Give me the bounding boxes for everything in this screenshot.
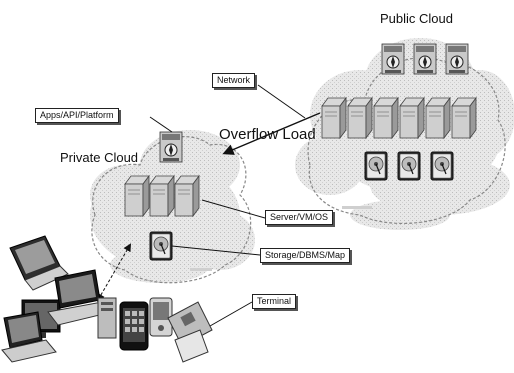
private-cloud-title: Private Cloud (60, 150, 139, 165)
terminal-devices (1, 235, 213, 363)
server-vm-os-callout: Server/VM/OS (265, 210, 334, 225)
cloud-texture-marks (190, 206, 372, 271)
public-cloud-title: Public Cloud (380, 11, 453, 26)
laptop-open-icon (47, 269, 113, 326)
storage-dbms-map-callout: Storage/DBMS/Map (260, 248, 351, 263)
public-app-fans (381, 43, 469, 75)
public-storage-disks (364, 151, 454, 181)
smartphone-icon (119, 301, 149, 351)
desktop-tower-icon (97, 297, 117, 339)
callout-lines (149, 84, 306, 331)
flip-phone-icon (167, 301, 213, 363)
overflow-arrow (222, 112, 321, 155)
network-callout: Network (212, 73, 256, 88)
laptop-icon (9, 235, 69, 291)
private-server-rack (124, 175, 200, 217)
terminal-callout: Terminal (252, 294, 297, 309)
terminal-arrow (96, 243, 132, 302)
apps-api-platform-callout: Apps/API/Platform (35, 108, 119, 123)
small-laptop-icon (1, 311, 57, 363)
overflow-load-label: Overflow Load (219, 126, 316, 143)
private-storage-disk (149, 231, 173, 261)
private-app-fan (159, 131, 183, 163)
pda-icon (149, 297, 173, 337)
